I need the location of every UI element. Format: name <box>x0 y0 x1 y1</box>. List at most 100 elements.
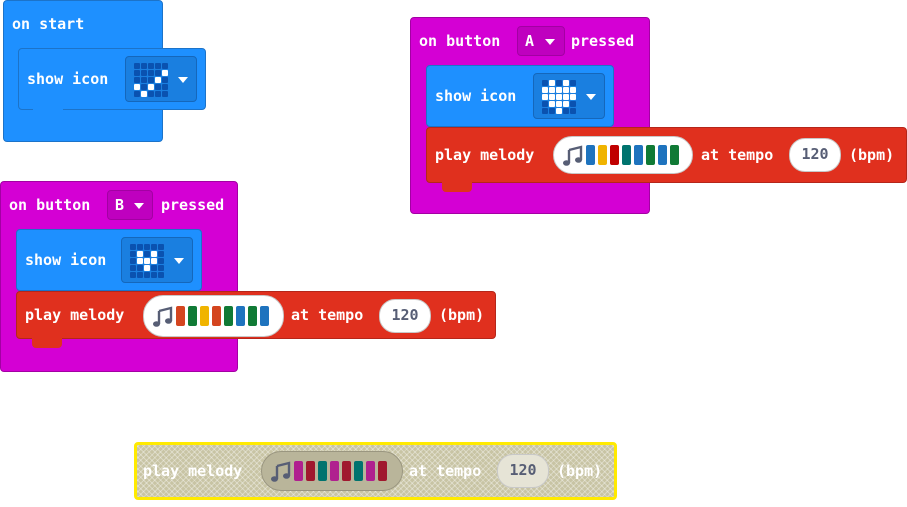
play-melody-block-b[interactable]: play melody at tempo 120 (bpm) <box>16 291 496 339</box>
led-pixel <box>134 77 140 83</box>
icon-dropdown[interactable] <box>533 73 605 119</box>
melody-note <box>622 145 631 165</box>
play-melody-label: play melody <box>435 146 535 164</box>
led-pixel <box>141 70 147 76</box>
led-pixel <box>151 251 157 257</box>
melody-note <box>634 145 643 165</box>
led-pixel <box>141 91 147 97</box>
led-pixel <box>162 70 168 76</box>
led-pixel <box>144 251 150 257</box>
led-pixel <box>556 87 562 93</box>
icon-dropdown[interactable] <box>121 237 193 283</box>
led-pixel <box>155 84 161 90</box>
melody-note <box>670 145 679 165</box>
led-pixel <box>144 244 150 250</box>
led-pixel <box>162 77 168 83</box>
melody-note <box>366 461 375 481</box>
led-pixel <box>556 101 562 107</box>
tempo-input[interactable]: 120 <box>789 138 841 172</box>
led-pixel <box>563 87 569 93</box>
led-pixel <box>556 94 562 100</box>
led-pixel <box>148 63 154 69</box>
melody-note <box>598 145 607 165</box>
led-pixel <box>542 101 548 107</box>
melody-note <box>646 145 655 165</box>
button-b-dropdown[interactable]: B <box>107 190 153 220</box>
led-pixel <box>158 258 164 264</box>
melody-note <box>658 145 667 165</box>
led-pixel <box>155 91 161 97</box>
show-icon-block-b[interactable]: show icon <box>16 229 202 291</box>
on-button-label: on button <box>419 32 501 50</box>
melody-note <box>378 461 387 481</box>
melody-note <box>188 306 197 326</box>
melody-note <box>586 145 595 165</box>
led-pixel <box>130 258 136 264</box>
melody-editor[interactable] <box>143 295 284 337</box>
melody-note <box>248 306 257 326</box>
heart-icon <box>542 80 576 114</box>
tempo-input[interactable]: 120 <box>497 454 549 488</box>
led-pixel <box>563 101 569 107</box>
melody-note <box>610 145 619 165</box>
melody-note <box>212 306 221 326</box>
led-pixel <box>570 94 576 100</box>
melody-note <box>200 306 209 326</box>
led-pixel <box>549 87 555 93</box>
led-pixel <box>134 63 140 69</box>
led-pixel <box>162 84 168 90</box>
chevron-down-icon <box>134 203 144 209</box>
music-note-icon <box>153 306 173 327</box>
led-pixel <box>158 272 164 278</box>
led-pixel <box>148 91 154 97</box>
led-pixel <box>130 244 136 250</box>
led-pixel <box>158 265 164 271</box>
melody-editor[interactable] <box>553 136 693 174</box>
led-pixel <box>137 251 143 257</box>
chevron-down-icon <box>545 39 555 45</box>
dragged-play-melody-block[interactable]: play melody at tempo 120 (bpm) <box>134 442 617 500</box>
led-pixel <box>542 94 548 100</box>
led-pixel <box>549 101 555 107</box>
on-button-label: on button <box>9 196 91 214</box>
icon-dropdown[interactable] <box>125 56 197 102</box>
led-pixel <box>570 108 576 114</box>
block-notch <box>442 182 472 192</box>
small-heart-icon <box>130 244 164 278</box>
led-pixel <box>570 101 576 107</box>
show-icon-block-a[interactable]: show icon <box>426 65 614 127</box>
led-pixel <box>549 108 555 114</box>
chevron-down-icon <box>178 77 188 83</box>
led-pixel <box>151 272 157 278</box>
led-pixel <box>148 84 154 90</box>
led-pixel <box>137 258 143 264</box>
led-pixel <box>542 80 548 86</box>
bpm-label: (bpm) <box>557 462 603 480</box>
led-pixel <box>570 87 576 93</box>
led-pixel <box>144 265 150 271</box>
tempo-input[interactable]: 120 <box>379 299 431 333</box>
melody-note <box>318 461 327 481</box>
show-icon-block-start[interactable]: show icon <box>18 48 206 110</box>
led-pixel <box>570 80 576 86</box>
chevron-down-icon <box>586 94 596 100</box>
led-pixel <box>144 258 150 264</box>
bpm-label: (bpm) <box>439 306 485 324</box>
button-a-dropdown[interactable]: A <box>517 26 565 56</box>
led-pixel <box>151 244 157 250</box>
at-tempo-label: at tempo <box>409 462 482 480</box>
melody-note <box>224 306 233 326</box>
block-notch <box>32 338 62 348</box>
pressed-label: pressed <box>571 32 635 50</box>
melody-note <box>294 461 303 481</box>
led-pixel <box>130 265 136 271</box>
led-pixel <box>141 84 147 90</box>
play-melody-block-a[interactable]: play melody at tempo 120 (bpm) <box>426 127 907 183</box>
led-pixel <box>134 70 140 76</box>
led-pixel <box>137 272 143 278</box>
led-pixel <box>144 272 150 278</box>
checkmark-icon <box>134 63 168 97</box>
melody-editor[interactable] <box>261 451 403 491</box>
led-pixel <box>556 108 562 114</box>
led-pixel <box>151 258 157 264</box>
